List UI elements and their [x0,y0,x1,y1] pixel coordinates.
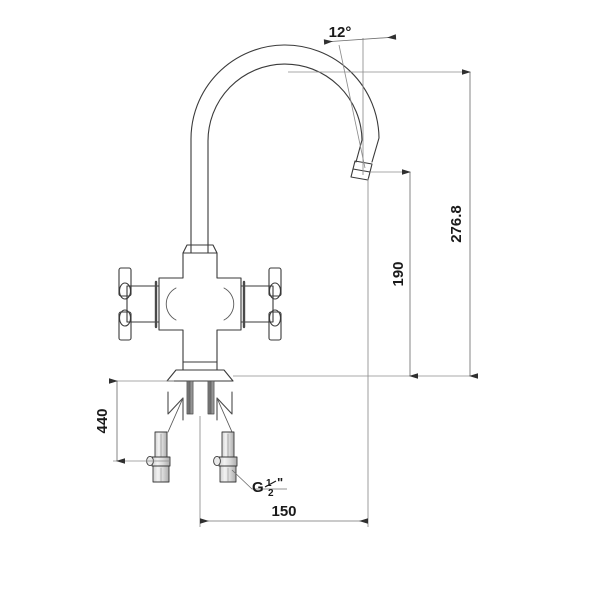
supply-tail-right [213,397,238,483]
callout-supply-thread: G 1 2 " [252,475,283,499]
mounting-base-escutcheon [166,369,234,382]
leader-line-thread [231,469,287,490]
dim-label-angle: 12° [329,24,352,41]
supply-tail-left [146,397,184,483]
fraction-bar [264,480,277,488]
dimension-lines [109,34,478,527]
faucet-assembly [118,44,380,483]
dim-label-tail-length: 440 [94,408,111,433]
valve-body [158,244,242,371]
dim-label-overall-height: 276.8 [448,205,465,243]
dim-arc-angle [323,34,397,45]
angle-leader-tilt [338,44,366,169]
gooseneck-spout [190,44,380,254]
body-detail-arcs [165,287,235,321]
dimension-labels: 12° 276.8 190 440 150 G 1 2 " [94,24,465,520]
dim-label-outlet-height: 190 [390,261,407,286]
thread-suffix-label: " [277,475,283,490]
mounting-studs [186,380,215,415]
break-symbols [167,391,233,421]
left-cross-handle [118,267,160,341]
dim-label-centre-spacing: 150 [271,503,296,520]
thread-denominator-label: 2 [268,488,274,499]
right-cross-handle [240,267,282,341]
thread-prefix-label: G [252,479,264,496]
thread-numerator-label: 1 [266,478,272,489]
spout-outlet [350,160,373,181]
